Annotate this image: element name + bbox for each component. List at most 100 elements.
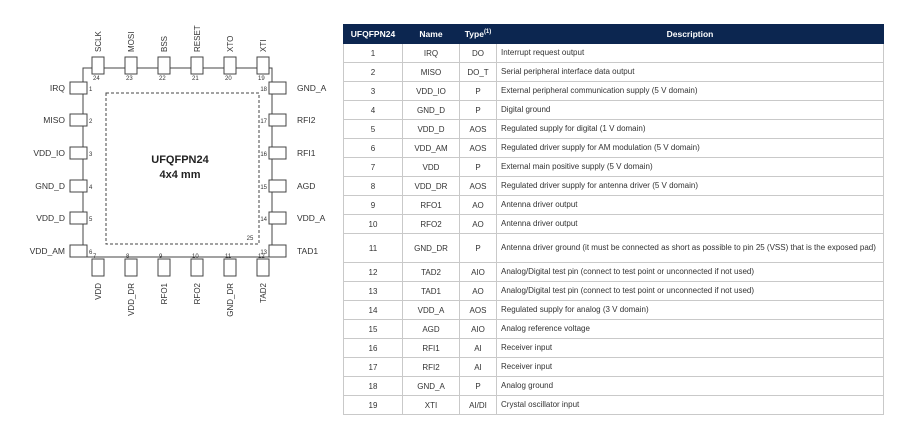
cell-pin: 7 (343, 157, 403, 177)
cell-name: RFI1 (402, 338, 460, 358)
pin-pad (223, 258, 237, 277)
cell-type: AO (459, 281, 497, 301)
cell-description: Regulated driver supply for antenna driv… (496, 176, 884, 196)
cell-pin: 17 (343, 357, 403, 377)
pin-name: RFO1 (160, 282, 169, 304)
pin-pad (190, 56, 204, 75)
pin-pad (256, 258, 270, 277)
cell-description: External main positive supply (5 V domai… (496, 157, 884, 177)
cell-description: Regulated supply for digital (1 V domain… (496, 119, 884, 139)
pin-name: RESET (193, 25, 202, 52)
pin-name: SCLK (94, 30, 103, 52)
cell-name: GND_DR (402, 233, 460, 263)
pin-pad (69, 113, 88, 127)
pin-pad (124, 258, 138, 277)
pin-pad (268, 244, 287, 258)
pin-number: 17 (260, 119, 267, 125)
package-body (82, 67, 273, 258)
cell-type: P (459, 376, 497, 396)
pin-pad (124, 56, 138, 75)
cell-pin: 12 (343, 262, 403, 282)
cell-name: XTI (402, 395, 460, 415)
cell-type: AO (459, 195, 497, 215)
pin-pad (69, 146, 88, 160)
cell-type: P (459, 157, 497, 177)
cell-name: RFO2 (402, 214, 460, 234)
pinout-diagram: UFQFPN24 4x4 mm 25 24SCLK23MOSI22BSS21RE… (30, 25, 327, 317)
pin-number: 7 (93, 254, 97, 260)
cell-description: Interrupt request output (496, 43, 884, 63)
cell-name: TAD1 (402, 281, 460, 301)
cell-type: AIO (459, 262, 497, 282)
pin-name: MOSI (127, 32, 136, 52)
pin-number: 9 (159, 254, 163, 260)
pin-number: 16 (260, 152, 267, 158)
cell-name: GND_A (402, 376, 460, 396)
cell-name: VDD_A (402, 300, 460, 320)
pin-pad (91, 56, 105, 75)
cell-description: Regulated supply for analog (3 V domain) (496, 300, 884, 320)
pin-pad (190, 258, 204, 277)
pin-number: 4 (89, 185, 93, 191)
pin-number: 23 (126, 76, 133, 82)
package-name: UFQFPN24 (151, 154, 209, 166)
cell-pin: 18 (343, 376, 403, 396)
cell-type: AOS (459, 119, 497, 139)
pin-pad (268, 179, 287, 193)
type-footnote: (1) (483, 29, 492, 36)
cell-pin: 11 (343, 233, 403, 263)
package-size: 4x4 mm (160, 169, 201, 181)
cell-description: Receiver input (496, 338, 884, 358)
cell-type: AIO (459, 319, 497, 339)
cell-pin: 5 (343, 119, 403, 139)
pin-pad (69, 179, 88, 193)
header-pin: UFQFPN24 (343, 24, 403, 44)
pin-number: 20 (225, 76, 232, 82)
pin-name: RFI1 (297, 148, 316, 158)
cell-type: AI (459, 338, 497, 358)
cell-name: IRQ (402, 43, 460, 63)
pin-number: 18 (260, 87, 267, 93)
pin-number: 24 (93, 76, 100, 82)
pin-number: 5 (89, 217, 93, 223)
cell-name: VDD (402, 157, 460, 177)
cell-description: Analog/Digital test pin (connect to test… (496, 281, 884, 301)
cell-description: Digital ground (496, 100, 884, 120)
cell-type: AOS (459, 138, 497, 158)
pin-pad (157, 258, 171, 277)
pin-number: 22 (159, 76, 166, 82)
cell-name: VDD_AM (402, 138, 460, 158)
pin-name: TAD1 (297, 246, 318, 256)
pin-pad (268, 81, 287, 95)
pin-name: GND_A (297, 83, 327, 93)
pin-number: 14 (260, 217, 267, 223)
cell-name: RFI2 (402, 357, 460, 377)
pin-name: GND_D (35, 181, 65, 191)
cell-pin: 19 (343, 395, 403, 415)
cell-description: Regulated driver supply for AM modulatio… (496, 138, 884, 158)
pin-pad (157, 56, 171, 75)
cell-description: Antenna driver output (496, 195, 884, 215)
cell-name: AGD (402, 319, 460, 339)
cell-type: AOS (459, 176, 497, 196)
pin-number: 1 (89, 87, 93, 93)
cell-name: VDD_IO (402, 81, 460, 101)
pin-pad (69, 211, 88, 225)
header-type: Type(1) (459, 24, 497, 44)
cell-pin: 13 (343, 281, 403, 301)
cell-description: Crystal oscillator input (496, 395, 884, 415)
cell-pin: 4 (343, 100, 403, 120)
pin-pad (268, 146, 287, 160)
cell-type: P (459, 100, 497, 120)
